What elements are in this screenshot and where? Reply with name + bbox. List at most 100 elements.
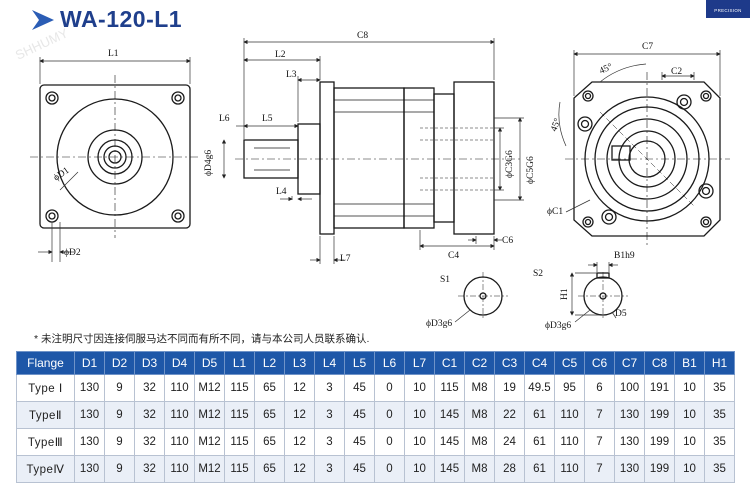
table-cell: 110 xyxy=(164,401,195,429)
label-S1: S1 xyxy=(440,275,450,285)
table-cell: 130 xyxy=(614,428,645,456)
table-cell: 199 xyxy=(644,428,675,456)
table-cell: TypeⅣ xyxy=(16,455,75,483)
col-header: B1 xyxy=(674,351,705,375)
col-header: C3 xyxy=(494,351,525,375)
table-cell: 12 xyxy=(284,455,315,483)
dim-C5: ϕC5G6 xyxy=(526,156,536,184)
table-cell: 9 xyxy=(104,374,135,402)
table-cell: 6 xyxy=(584,374,615,402)
dim-C6: C6 xyxy=(502,236,513,246)
arrow-right-icon xyxy=(32,10,54,30)
table-cell: 10 xyxy=(404,374,435,402)
table-cell: 65 xyxy=(254,401,285,429)
col-header: L7 xyxy=(404,351,435,375)
table-cell: M12 xyxy=(194,455,225,483)
table-cell: 100 xyxy=(614,374,645,402)
dim-L7: L7 xyxy=(340,254,351,264)
table-cell: 10 xyxy=(674,374,705,402)
dim-L4: L4 xyxy=(276,187,287,197)
table-cell: M12 xyxy=(194,374,225,402)
table-cell: 115 xyxy=(224,374,255,402)
table-cell: 115 xyxy=(224,428,255,456)
dim-L5: L5 xyxy=(262,114,273,124)
page-title: WA-120-L1 xyxy=(60,6,183,32)
col-header: C7 xyxy=(614,351,645,375)
table-cell: 65 xyxy=(254,428,285,456)
shaft-s1-dims xyxy=(454,309,471,323)
table-cell: 115 xyxy=(434,374,465,402)
col-header: D1 xyxy=(74,351,105,375)
table-cell: 110 xyxy=(164,455,195,483)
table-cell: 12 xyxy=(284,401,315,429)
angle-top: 45° xyxy=(598,61,615,77)
table-cell: 19 xyxy=(494,374,525,402)
brand-text: PRECISION xyxy=(714,8,742,13)
table-cell: 3 xyxy=(314,428,345,456)
footnote: * 未注明尺寸因连接伺服马达不同而有所不同，请与本公司人员联系确认. xyxy=(34,333,370,345)
col-header: C6 xyxy=(584,351,615,375)
table-cell: 45 xyxy=(344,374,375,402)
table-cell: 22 xyxy=(494,401,525,429)
table-cell: 7 xyxy=(584,401,615,429)
table-cell: 3 xyxy=(314,455,345,483)
table-cell: M8 xyxy=(464,374,495,402)
table-cell: 35 xyxy=(704,455,735,483)
front-view xyxy=(30,75,200,238)
side-dimensions xyxy=(221,38,524,264)
col-header: D3 xyxy=(134,351,165,375)
header: WA-120-L1 PRECISION xyxy=(0,0,750,40)
table-row: TypeⅣ 130 9 32 110 M12 115 65 12 3 45 0 … xyxy=(16,455,735,483)
col-header: C1 xyxy=(434,351,465,375)
table-cell: 65 xyxy=(254,455,285,483)
table-cell: 61 xyxy=(524,455,555,483)
shaft-s2-dims xyxy=(569,262,618,323)
table-cell: 199 xyxy=(644,455,675,483)
table-cell: 24 xyxy=(494,428,525,456)
table-cell: 130 xyxy=(74,374,105,402)
table-cell: 35 xyxy=(704,401,735,429)
table-row: TypeⅡ 130 9 32 110 M12 115 65 12 3 45 0 … xyxy=(16,401,735,429)
col-header: L6 xyxy=(374,351,405,375)
dim-C1: ϕC1 xyxy=(547,207,563,217)
table-cell: 145 xyxy=(434,401,465,429)
dim-H1: H1 xyxy=(560,288,570,300)
dim-C8: C8 xyxy=(357,31,368,41)
dim-L3: L3 xyxy=(286,70,297,80)
angle-left: 45° xyxy=(548,117,563,133)
table-cell: 110 xyxy=(554,455,585,483)
dim-B1: B1h9 xyxy=(614,251,635,261)
table-cell: 45 xyxy=(344,455,375,483)
col-header: L5 xyxy=(344,351,375,375)
dim-D3-s1: ϕD3g6 xyxy=(426,319,452,329)
table-cell: M8 xyxy=(464,455,495,483)
col-header: Flange xyxy=(16,351,75,375)
table-cell: 35 xyxy=(704,428,735,456)
table-cell: 130 xyxy=(74,401,105,429)
table-cell: 3 xyxy=(314,401,345,429)
table-cell: 65 xyxy=(254,374,285,402)
table-cell: 0 xyxy=(374,374,405,402)
table-cell: 130 xyxy=(614,401,645,429)
table-cell: 9 xyxy=(104,455,135,483)
table-cell: 35 xyxy=(704,374,735,402)
table-cell: 7 xyxy=(584,428,615,456)
col-header: L4 xyxy=(314,351,345,375)
table-cell: 10 xyxy=(674,428,705,456)
table-row: TypeⅢ 130 9 32 110 M12 115 65 12 3 45 0 … xyxy=(16,428,735,456)
table-cell: TypeⅡ xyxy=(16,401,75,429)
table-header-row: Flange D1 D2 D3 D4 D5 L1 L2 L3 L4 L5 L6 … xyxy=(16,351,735,375)
table-cell: 130 xyxy=(74,428,105,456)
table-cell: 32 xyxy=(134,401,165,429)
table-cell: 130 xyxy=(614,455,645,483)
table-cell: 28 xyxy=(494,455,525,483)
table-cell: 130 xyxy=(74,455,105,483)
table-cell: 12 xyxy=(284,428,315,456)
table-cell: Type Ⅰ xyxy=(16,374,75,402)
table-cell: 45 xyxy=(344,428,375,456)
table-cell: 3 xyxy=(314,374,345,402)
col-header: L2 xyxy=(254,351,285,375)
table-cell: 49.5 xyxy=(524,374,555,402)
side-view xyxy=(235,81,520,235)
table-cell: 110 xyxy=(164,374,195,402)
